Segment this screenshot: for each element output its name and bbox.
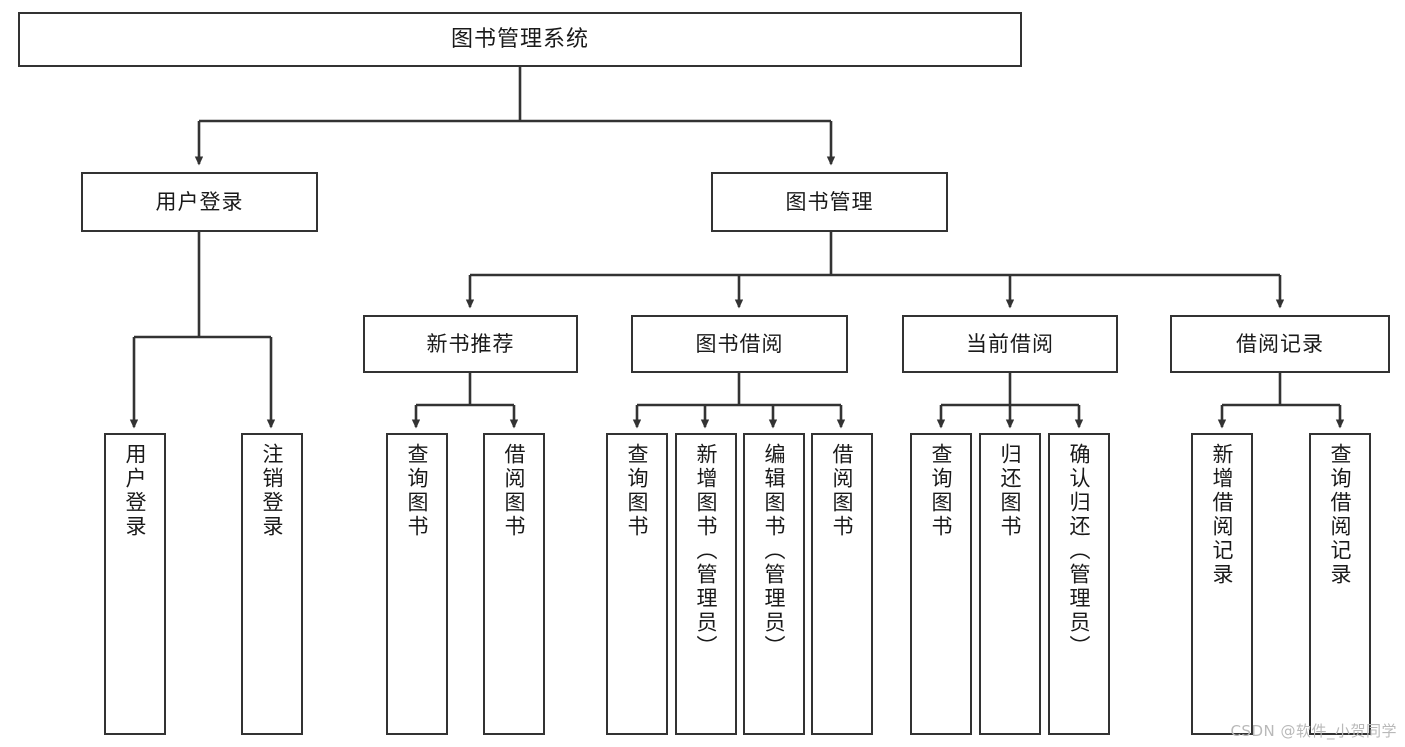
node-leaf-query-book-3-label: 查询图书 (929, 443, 954, 539)
node-leaf-query-record-label: 查询借阅记录 (1328, 443, 1353, 587)
csdn-watermark: CSDN @软件_小贺同学 (1230, 722, 1397, 740)
node-root[interactable]: 图书管理系统 (18, 12, 1022, 67)
node-new-book-recommend[interactable]: 新书推荐 (363, 315, 578, 373)
node-book-borrow[interactable]: 图书借阅 (631, 315, 848, 373)
node-book-borrow-label: 图书借阅 (695, 331, 784, 356)
node-leaf-user-logout[interactable]: 注销登录 (241, 433, 303, 735)
node-leaf-return-book-label: 归还图书 (998, 443, 1023, 539)
node-leaf-user-login-label: 用户登录 (123, 443, 148, 539)
node-leaf-borrow-book-2[interactable]: 借阅图书 (811, 433, 873, 735)
node-borrow-record[interactable]: 借阅记录 (1170, 315, 1390, 373)
node-leaf-borrow-book-1[interactable]: 借阅图书 (483, 433, 545, 735)
node-leaf-edit-book-label: 编辑图书（管理员） (762, 443, 787, 659)
node-leaf-query-record[interactable]: 查询借阅记录 (1309, 433, 1371, 735)
node-leaf-query-book-2-label: 查询图书 (625, 443, 650, 539)
node-leaf-query-book-1-label: 查询图书 (405, 443, 430, 539)
node-current-borrow-label: 当前借阅 (966, 331, 1054, 356)
node-leaf-user-logout-label: 注销登录 (260, 443, 285, 539)
node-leaf-query-book-1[interactable]: 查询图书 (386, 433, 448, 735)
node-book-management[interactable]: 图书管理 (711, 172, 948, 232)
node-new-book-recommend-label: 新书推荐 (426, 331, 515, 356)
node-leaf-borrow-book-1-label: 借阅图书 (502, 443, 527, 539)
node-root-label: 图书管理系统 (450, 26, 589, 52)
node-leaf-add-record-label: 新增借阅记录 (1210, 443, 1235, 587)
node-current-borrow[interactable]: 当前借阅 (902, 315, 1118, 373)
node-borrow-record-label: 借阅记录 (1236, 331, 1324, 356)
node-leaf-query-book-3[interactable]: 查询图书 (910, 433, 972, 735)
node-leaf-confirm-return-label: 确认归还（管理员） (1067, 443, 1092, 659)
node-leaf-return-book[interactable]: 归还图书 (979, 433, 1041, 735)
node-leaf-borrow-book-2-label: 借阅图书 (830, 443, 855, 539)
node-leaf-user-login[interactable]: 用户登录 (104, 433, 166, 735)
node-book-management-label: 图书管理 (785, 189, 874, 214)
node-user-login-label: 用户登录 (155, 189, 244, 214)
node-user-login[interactable]: 用户登录 (81, 172, 318, 232)
node-leaf-add-record[interactable]: 新增借阅记录 (1191, 433, 1253, 735)
node-leaf-add-book-label: 新增图书（管理员） (694, 443, 719, 659)
node-leaf-edit-book[interactable]: 编辑图书（管理员） (743, 433, 805, 735)
node-leaf-query-book-2[interactable]: 查询图书 (606, 433, 668, 735)
node-leaf-confirm-return[interactable]: 确认归还（管理员） (1048, 433, 1110, 735)
node-leaf-add-book[interactable]: 新增图书（管理员） (675, 433, 737, 735)
